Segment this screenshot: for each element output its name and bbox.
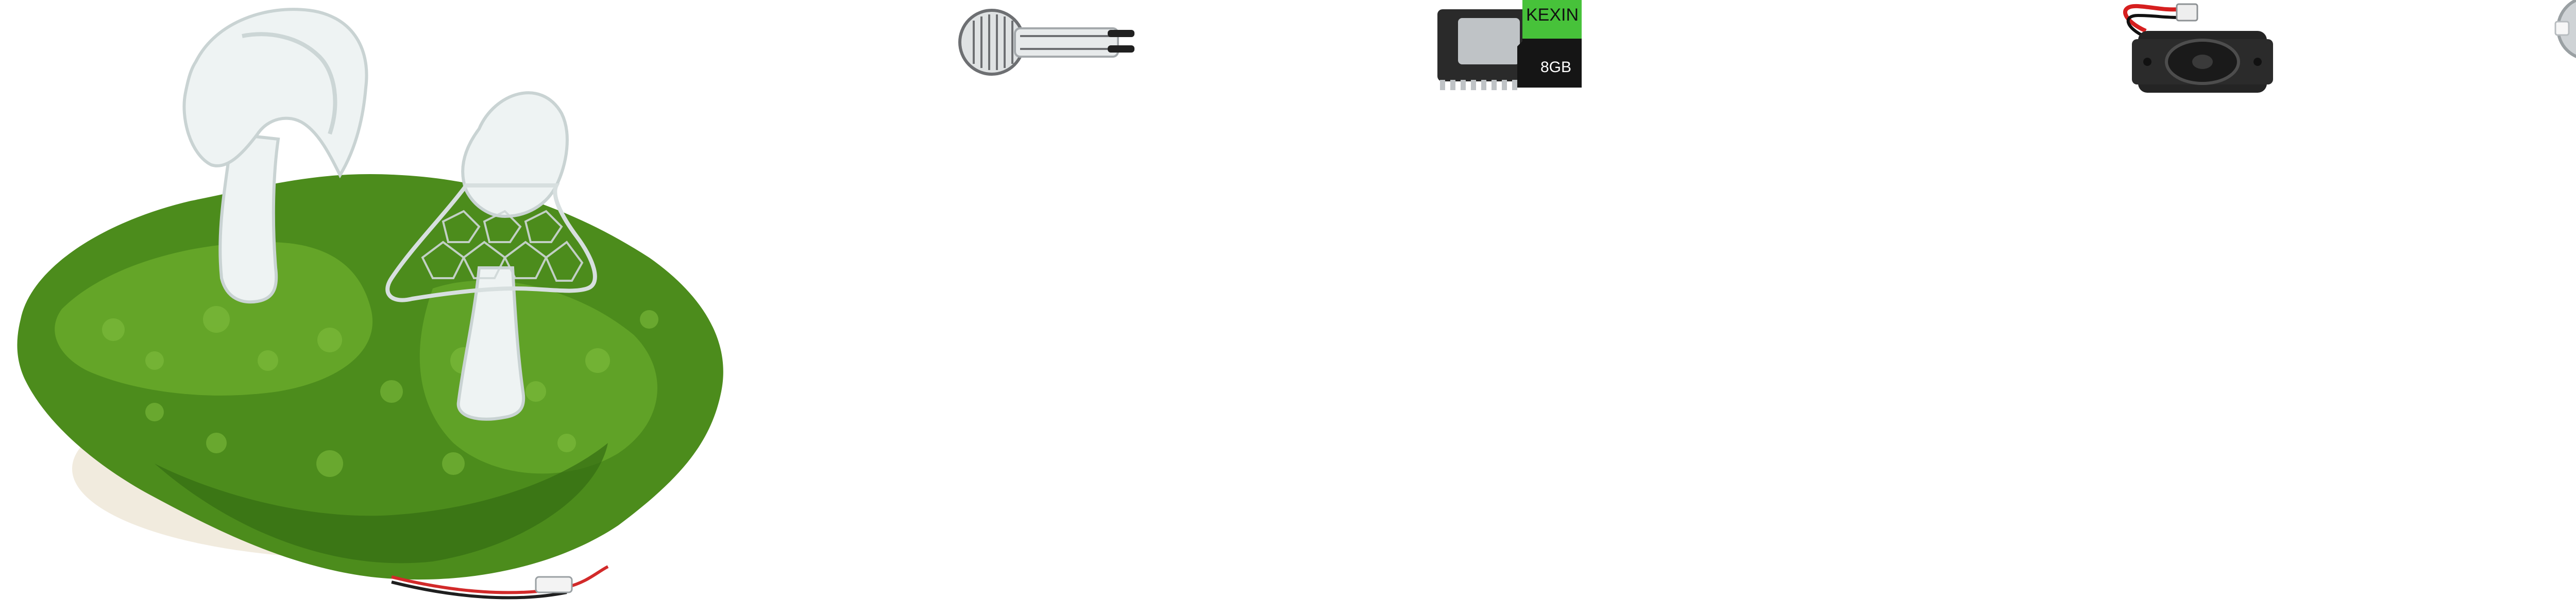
- mp3-module-sd-slot: [1458, 18, 1520, 64]
- mushroom-sculpture-on-moss-icon: [17, 8, 723, 600]
- mp3-module-pins: [1440, 80, 1517, 90]
- microsd-card-green: [1522, 0, 1582, 39]
- fsr-traces: [973, 14, 1013, 70]
- speaker-dustcap: [2192, 55, 2213, 69]
- rectangular-speaker-icon: [2123, 3, 2273, 93]
- moss-shadow: [155, 443, 608, 564]
- left-mushroom-stem: [218, 132, 280, 304]
- sculpture-wires-2: [391, 581, 567, 600]
- left-mushroom-fold: [242, 32, 337, 135]
- speaker-connector: [2176, 3, 2198, 22]
- right-mushroom-cap: [461, 91, 569, 218]
- microsd-card-brand: KEXIN: [1526, 5, 1579, 25]
- speaker-mount-hole-2: [2253, 58, 2262, 66]
- sculpture-connector: [535, 576, 573, 593]
- speaker-mount-hole-1: [2143, 58, 2151, 66]
- dfplayer-mp3-module-and-microsd-card-icon: KEXIN 8GB: [1437, 0, 1582, 90]
- right-mushroom-veil: [385, 183, 597, 302]
- fsr-lead-2: [1108, 45, 1134, 53]
- fsr-lead-1: [1108, 30, 1134, 37]
- neopixel-ring-top: [2554, 0, 2576, 58]
- left-mushroom-cap: [182, 8, 368, 179]
- lace-pattern: [421, 210, 584, 282]
- microsd-card-capacity: 8GB: [1540, 59, 1571, 76]
- fsr-tail: [1014, 27, 1119, 58]
- speaker-wire-red: [2123, 4, 2180, 33]
- right-mushroom: [385, 91, 597, 421]
- neopixel-led-rings-icon: [2554, 0, 2576, 58]
- speaker-wire-black: [2126, 13, 2180, 39]
- force-sensitive-resistor-icon: [958, 9, 1134, 76]
- left-mushroom: [182, 8, 368, 304]
- right-mushroom-stem: [456, 266, 526, 421]
